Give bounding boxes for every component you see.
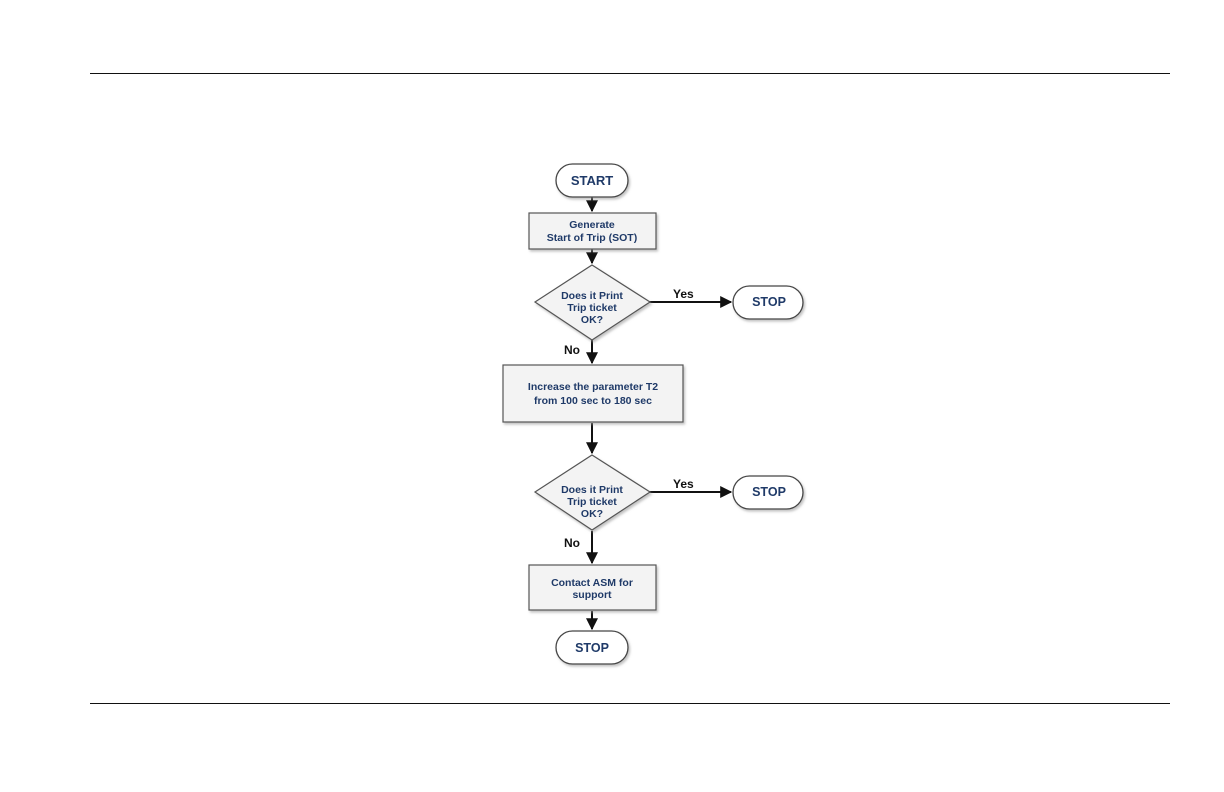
start-label: START (571, 173, 613, 188)
contact-label-line2: support (572, 589, 612, 601)
start-node: START (556, 164, 628, 197)
decision-2-line2: Trip ticket (567, 496, 617, 508)
increase-label-line2: from 100 sec to 180 sec (534, 395, 652, 407)
generate-label-line1: Generate (569, 219, 615, 231)
stop-2-label: STOP (752, 485, 786, 499)
decision-2-node: Does it Print Trip ticket OK? (535, 455, 650, 530)
contact-label-line1: Contact ASM for (551, 577, 633, 589)
decision-1-line2: Trip ticket (567, 302, 617, 314)
generate-label-line2: Start of Trip (SOT) (547, 232, 637, 244)
contact-asm-node: Contact ASM for support (529, 565, 656, 610)
decision-2-line1: Does it Print (561, 484, 623, 496)
decision-1-line3: OK? (581, 314, 603, 326)
decision-1-line1: Does it Print (561, 290, 623, 302)
increase-t2-node: Increase the parameter T2 from 100 sec t… (503, 365, 683, 422)
stop-1-label: STOP (752, 295, 786, 309)
decision-1-node: Does it Print Trip ticket OK? (535, 265, 650, 340)
stop-node-3: STOP (556, 631, 628, 664)
no-label-2: No (564, 536, 580, 550)
stop-node-1: STOP (733, 286, 803, 319)
increase-label-line1: Increase the parameter T2 (528, 381, 658, 393)
decision-2-line3: OK? (581, 508, 603, 520)
stop-3-label: STOP (575, 641, 609, 655)
no-label-1: No (564, 343, 580, 357)
yes-label-1: Yes (673, 287, 694, 301)
stop-node-2: STOP (733, 476, 803, 509)
yes-label-2: Yes (673, 477, 694, 491)
generate-sot-node: Generate Start of Trip (SOT) (529, 213, 656, 249)
